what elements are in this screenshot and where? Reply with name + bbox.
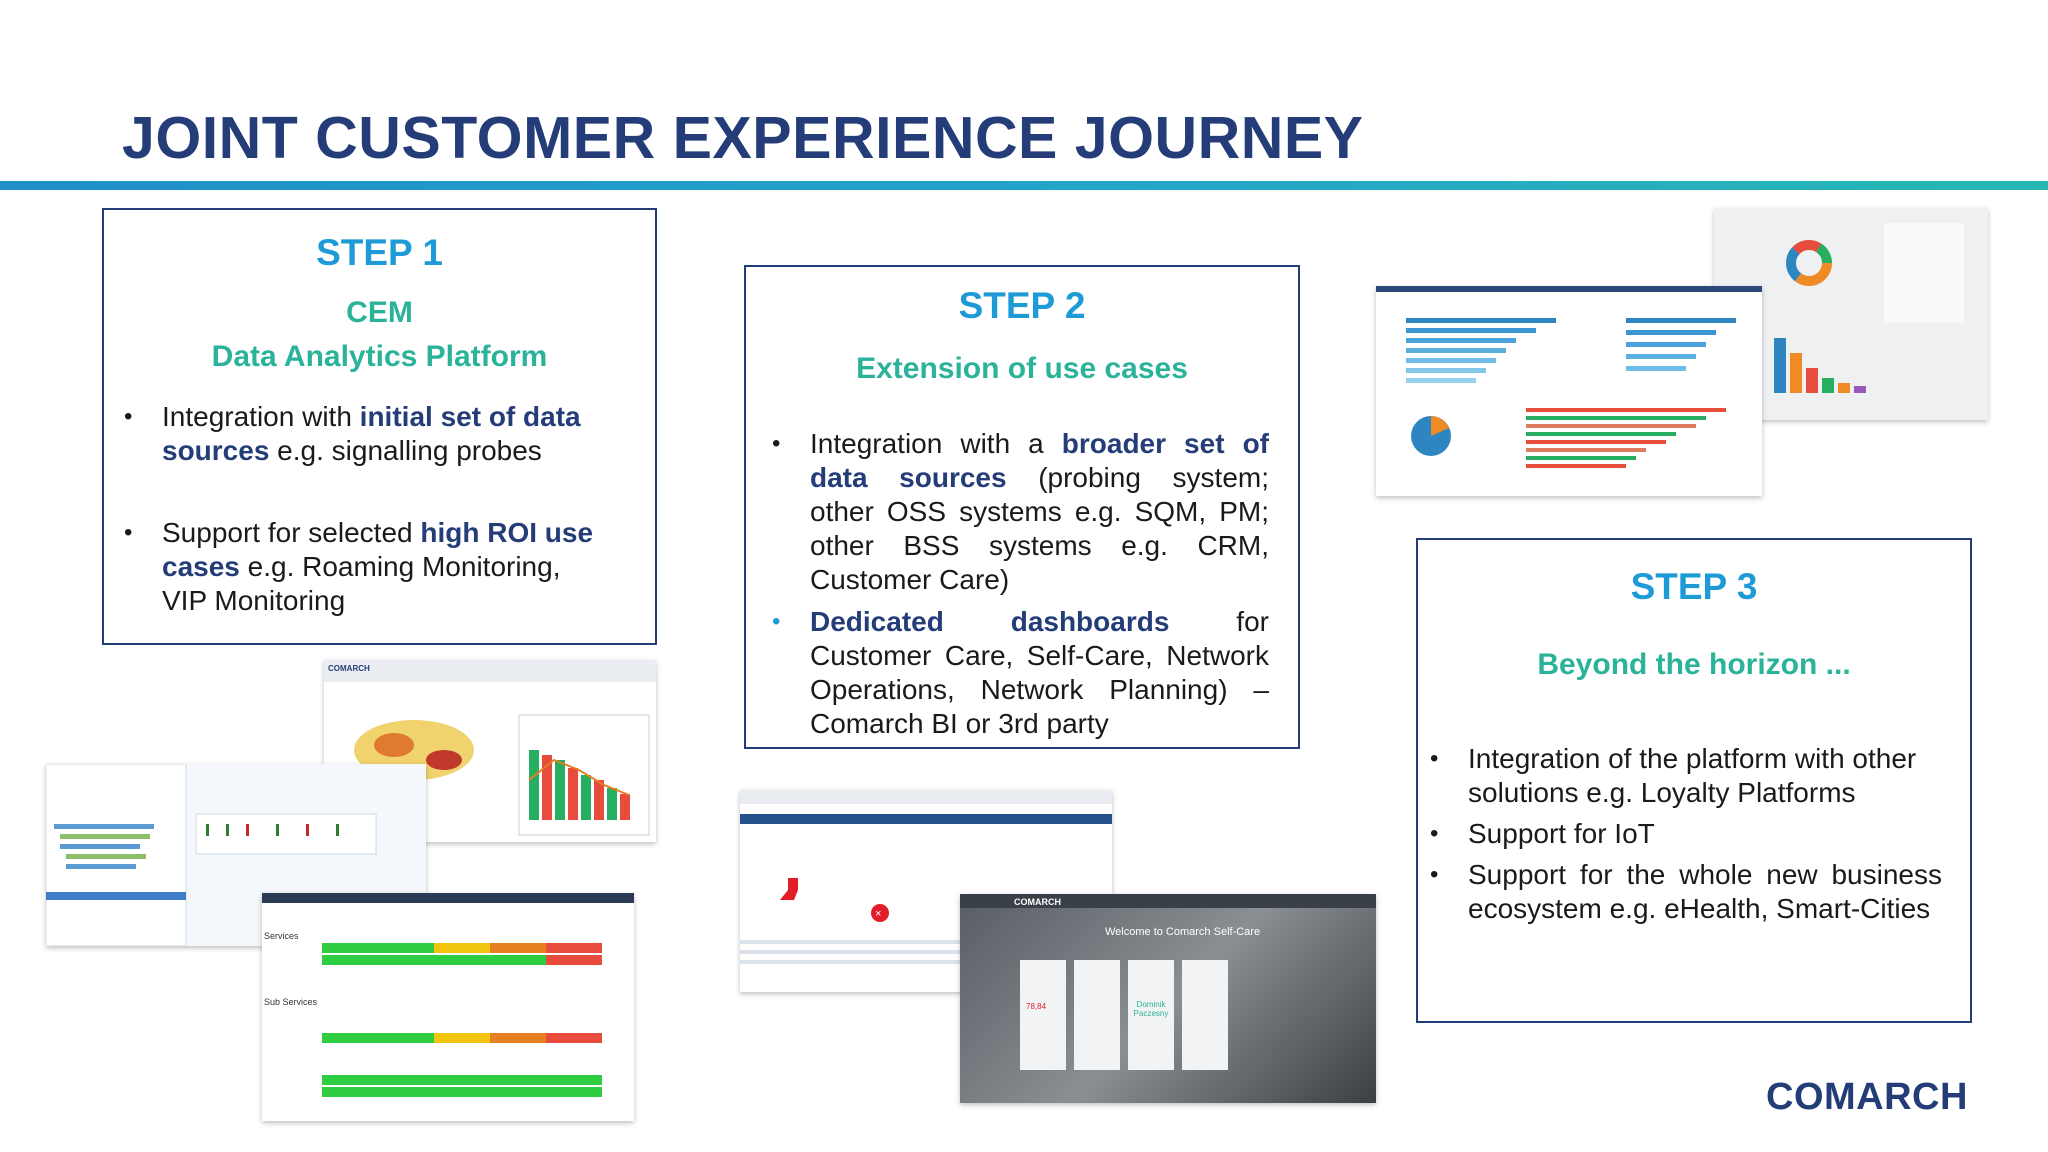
- step3-bullet-3: Support for the whole new business ecosy…: [1430, 858, 1942, 926]
- step3-bullet-list: Integration of the platform with other s…: [1430, 742, 1942, 926]
- svg-text:×: ×: [875, 908, 881, 920]
- cem-screenshot-table: Services Sub Services: [262, 893, 634, 1121]
- step3-subtitle: Beyond the horizon ...: [1537, 648, 1851, 681]
- dashboard-screenshot-bars: [1376, 286, 1762, 496]
- step1-bullet-1: Integration with initial set of data sou…: [124, 400, 594, 468]
- s1-table-label-subservices: Sub Services: [264, 997, 318, 1007]
- bar-chart-icon: [1376, 286, 1762, 468]
- step2-subtitle: Extension of use cases: [856, 352, 1188, 385]
- step2-title: STEP 2: [958, 285, 1086, 326]
- step3-bullet-2: Support for IoT: [1430, 817, 1942, 851]
- step2-bullet-1: Integration with a broader set of data s…: [772, 427, 1269, 597]
- step2-bullet-2: Dedicated dashboards for Customer Care, …: [772, 605, 1269, 741]
- step1-subtitle-platform: Data Analytics Platform: [211, 340, 548, 373]
- self-care-card-3: Dominik Paczesny: [1128, 960, 1174, 1070]
- s2-welcome: Welcome to Comarch Self-Care: [1105, 926, 1261, 938]
- close-icon: [871, 904, 889, 922]
- s2-header: COMARCH: [1014, 897, 1061, 907]
- s1-table-label-services: Services: [264, 931, 299, 941]
- self-care-screenshot: COMARCH Welcome to Comarch Self-Care 78,…: [960, 894, 1376, 1103]
- donut-chart-icon: [1774, 223, 1964, 393]
- step3-box: STEP 3 Beyond the horizon ... Integratio…: [1416, 538, 1972, 1023]
- step3-title: STEP 3: [1630, 566, 1758, 607]
- s2-value: 78,84: [1026, 1002, 1047, 1011]
- self-care-card-1: 78,84: [1020, 960, 1066, 1070]
- status-table-icon: [262, 893, 634, 1097]
- step3-bullet-1: Integration of the platform with other s…: [1430, 742, 1942, 810]
- s1-header: COMARCH: [328, 664, 370, 673]
- customer-care-ui-icon: ×: [740, 790, 1112, 964]
- step2-box: STEP 2 Extension of use cases Integratio…: [744, 265, 1300, 749]
- tree-view-icon: [46, 764, 377, 946]
- title-divider-bar: [0, 181, 2048, 190]
- thumbs-down-icon: [780, 878, 798, 900]
- step1-subtitle-cem: CEM: [346, 296, 413, 329]
- step1-title: STEP 1: [316, 232, 443, 273]
- self-care-card-2: [1074, 960, 1120, 1070]
- step1-bullet-2: Support for selected high ROI use cases …: [124, 516, 594, 618]
- self-care-card-4: [1182, 960, 1228, 1070]
- step1-bullet-list: Integration with initial set of data sou…: [124, 400, 594, 618]
- step1-box: STEP 1 CEM Data Analytics Platform Integ…: [102, 208, 657, 645]
- comarch-logo: COMARCH: [1766, 1076, 1968, 1118]
- step2-bullet-list: Integration with a broader set of data s…: [772, 427, 1269, 741]
- s2-name: Dominik Paczesny: [1133, 1000, 1169, 1018]
- world-map-icon: [324, 660, 656, 836]
- page-title: JOINT CUSTOMER EXPERIENCE JOURNEY: [122, 105, 1364, 171]
